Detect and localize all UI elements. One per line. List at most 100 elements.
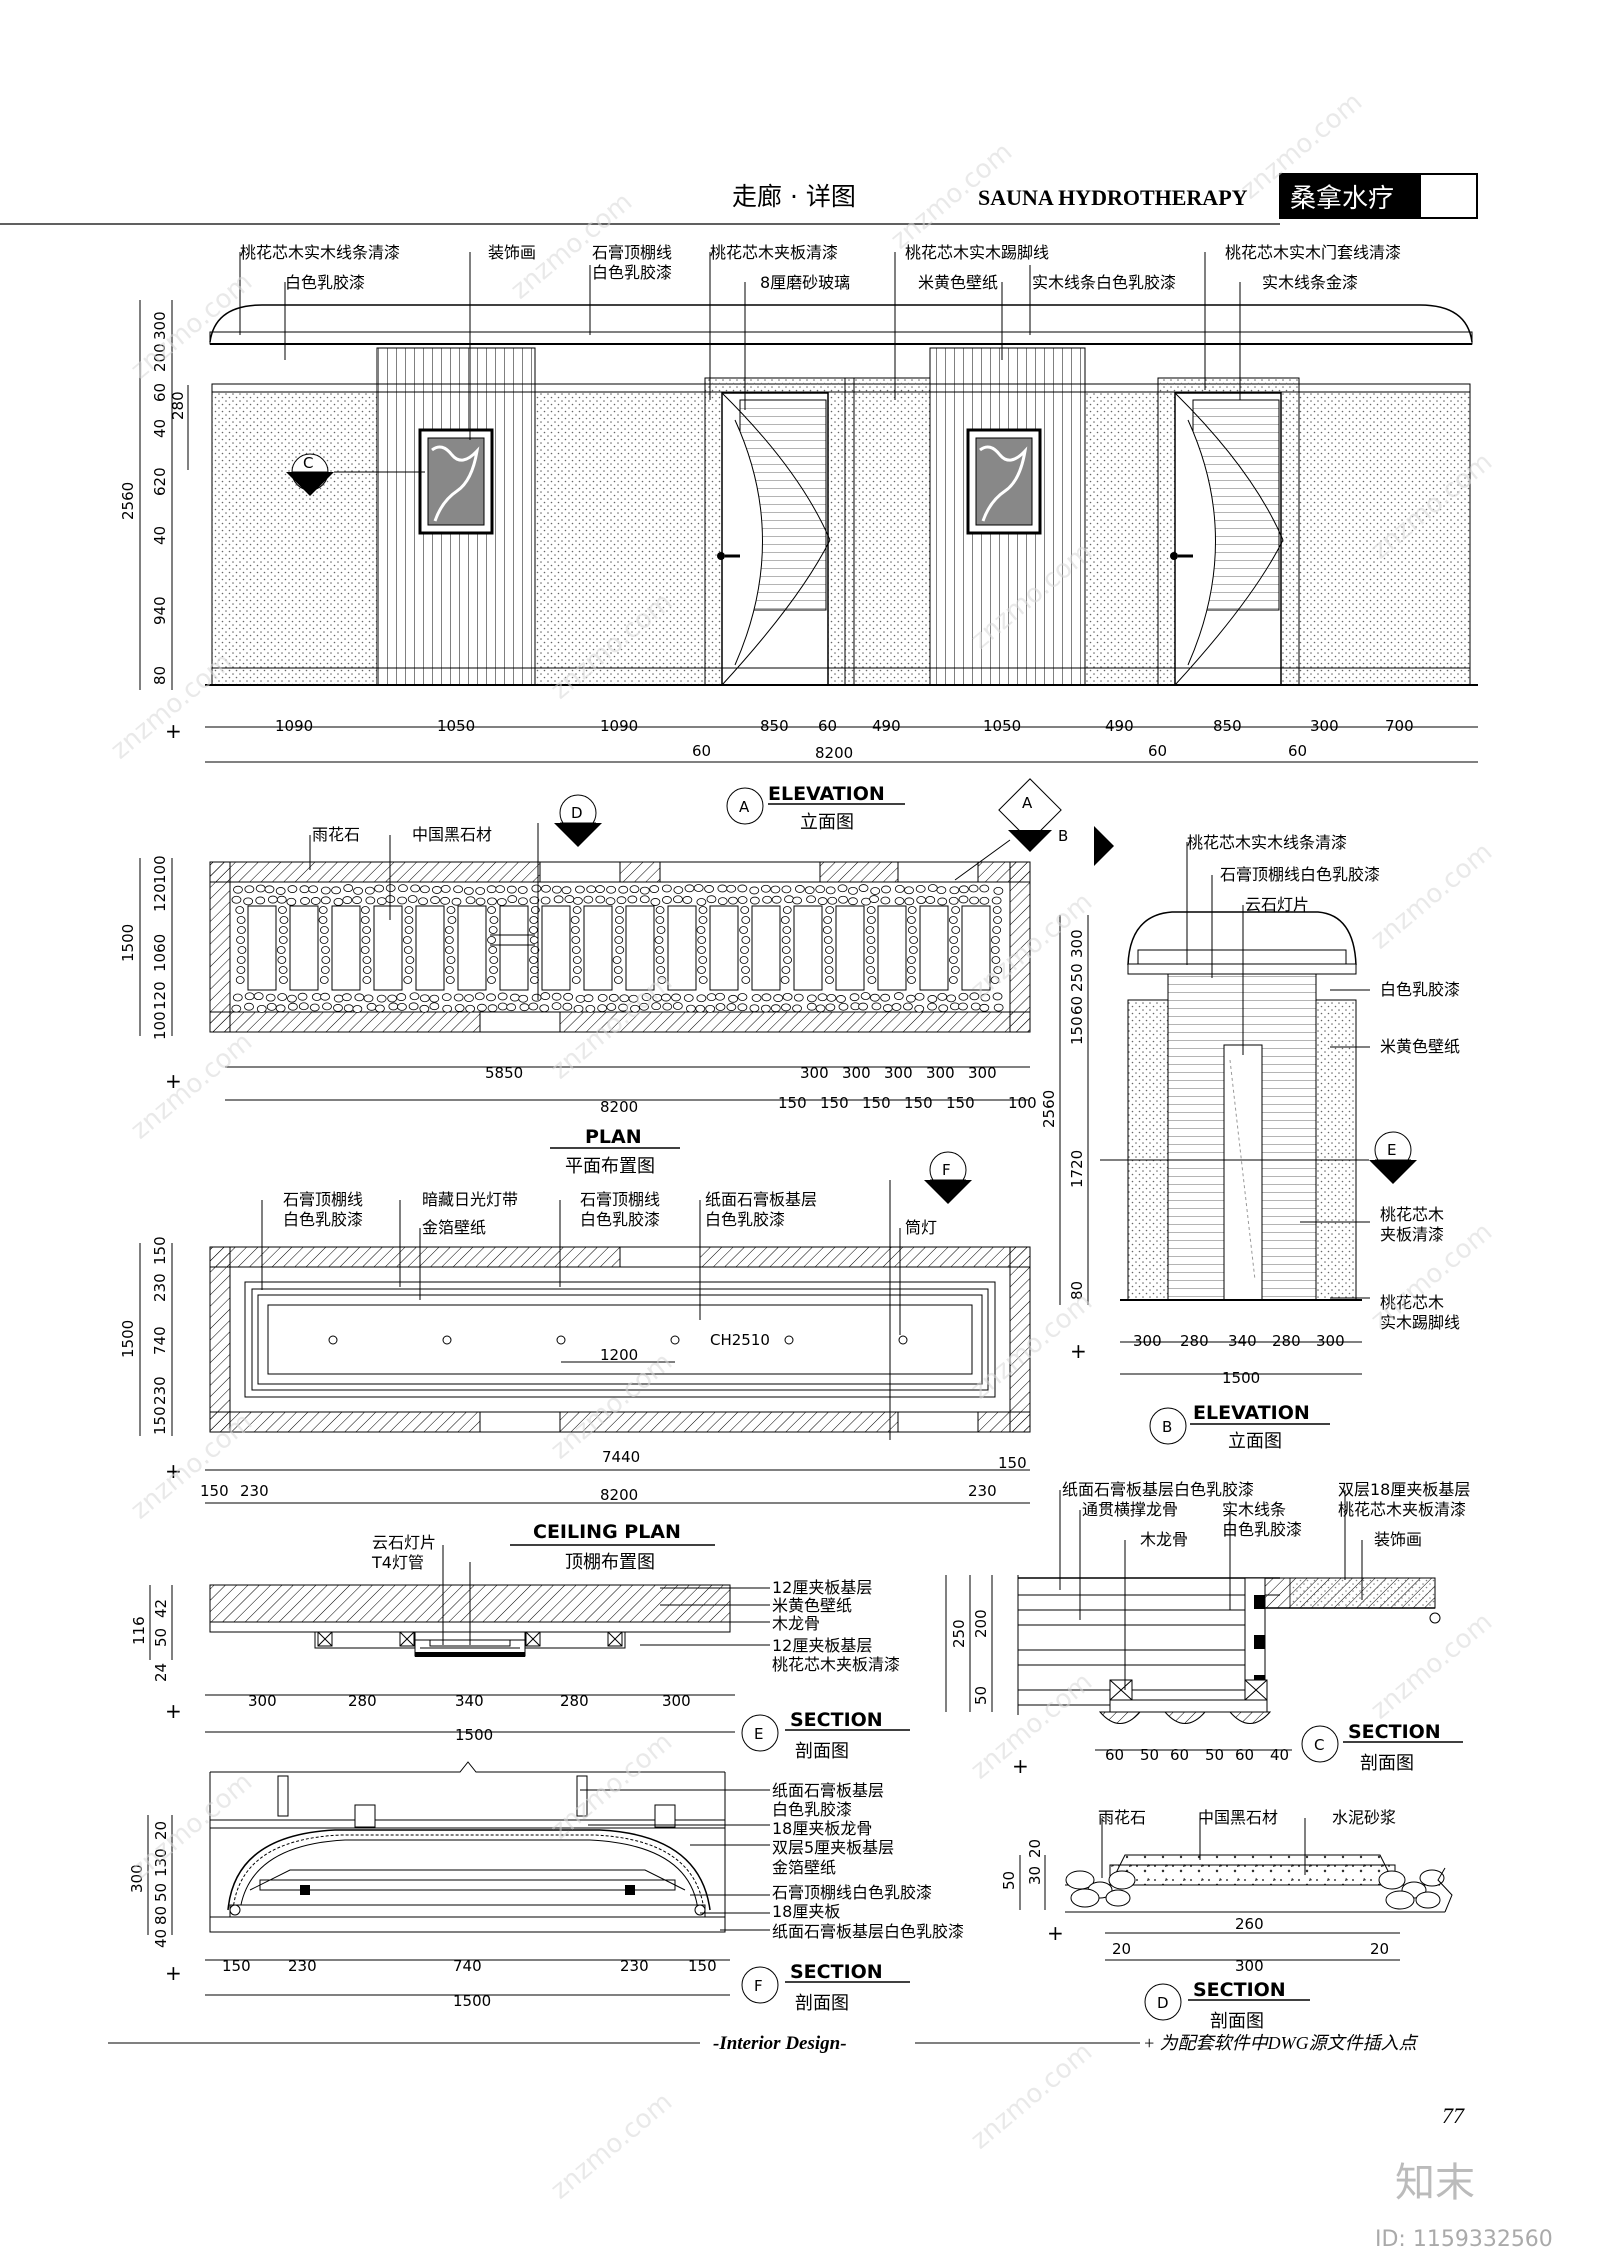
pebble — [487, 936, 496, 944]
pebble — [908, 946, 918, 954]
pebble — [232, 993, 243, 1002]
pebble — [266, 1002, 277, 1011]
watermark-text: znzmo.com — [545, 2087, 678, 2205]
dim: 490 — [1105, 717, 1134, 735]
pebble — [572, 956, 582, 964]
pebble — [907, 956, 916, 964]
dim: 740 — [453, 1957, 482, 1975]
pebble — [815, 1004, 826, 1013]
pebble — [741, 936, 751, 944]
pebble — [860, 992, 871, 1000]
label: 石膏顶棚线 — [283, 1190, 363, 1209]
dim: 120 — [151, 883, 169, 912]
dim: 300 — [1235, 1957, 1264, 1975]
title-en: PLAN — [585, 1126, 642, 1148]
pebble — [726, 884, 737, 893]
pebble — [696, 994, 707, 1003]
dim: 42 — [152, 1599, 170, 1618]
pebble — [958, 992, 969, 1001]
pebble — [541, 884, 551, 893]
pebble — [661, 884, 672, 893]
pebble — [979, 1003, 990, 1012]
pebble — [739, 926, 749, 934]
pebble — [571, 976, 581, 984]
pebble — [343, 884, 354, 892]
pebble — [573, 896, 583, 905]
watermark-text: znzmo.com — [125, 1407, 258, 1525]
pebble — [539, 1004, 550, 1013]
pebble — [489, 956, 499, 964]
label: 桃花芯木夹板清漆 — [772, 1655, 900, 1674]
label: 夹板清漆 — [1380, 1225, 1444, 1244]
pebble — [671, 993, 681, 1002]
label: 装饰画 — [488, 243, 536, 262]
label: 纸面石膏板基层白色乳胶漆 — [1062, 1480, 1254, 1499]
pebble — [320, 966, 330, 974]
dim: 120 — [151, 981, 169, 1010]
pebble — [639, 895, 650, 904]
pebble — [236, 966, 246, 974]
pebble — [237, 926, 246, 934]
pebble — [951, 906, 961, 914]
label: 米黄色壁纸 — [918, 273, 998, 292]
dim: 230 — [240, 1482, 269, 1500]
pebble — [867, 976, 877, 984]
pebble — [993, 966, 1003, 974]
section-f: 纸面石膏板基层 白色乳胶漆 18厘夹板龙骨 双层5厘夹板基层 金箔壁纸 石膏顶棚… — [128, 1761, 964, 2014]
dim: 300 — [884, 1064, 913, 1082]
pebble — [673, 895, 683, 904]
pebbles — [231, 884, 1004, 1013]
label: 白色乳胶漆 — [1222, 1520, 1302, 1539]
dim: 60 — [1148, 742, 1167, 760]
pebble — [741, 916, 751, 924]
dim: 50 — [1205, 1746, 1224, 1764]
pebble — [564, 895, 575, 903]
pebble — [265, 993, 276, 1002]
dim: 230 — [151, 1376, 169, 1405]
pebble — [551, 992, 562, 1001]
dim: 7440 — [602, 1448, 640, 1466]
pebble — [958, 1002, 968, 1011]
pebble — [442, 1004, 453, 1013]
pebble — [655, 906, 665, 914]
dim: 60 — [151, 383, 169, 402]
pebble — [275, 887, 286, 895]
dim: 1500 — [119, 924, 137, 962]
pebble — [614, 936, 624, 944]
dim: 80 — [151, 666, 169, 685]
label: 纸面石膏板基层 — [772, 1781, 884, 1800]
pebble — [487, 976, 496, 984]
dim: 2560 — [1040, 1090, 1058, 1128]
pebble — [585, 1004, 596, 1013]
dim: 300 — [968, 1064, 997, 1082]
pebble — [905, 994, 916, 1003]
pebble — [697, 966, 706, 974]
dim: 5850 — [485, 1064, 523, 1082]
pebble — [627, 895, 638, 904]
label: 白色乳胶漆 — [705, 1210, 785, 1229]
pebble — [715, 1003, 726, 1011]
pebble — [561, 886, 572, 895]
pebble — [869, 895, 879, 903]
pebble — [362, 956, 372, 964]
pebble — [311, 993, 322, 1001]
pebble — [474, 992, 485, 1001]
dim: 50 — [152, 1628, 170, 1647]
pebble — [749, 1004, 760, 1013]
pebble — [353, 886, 363, 895]
pebble — [740, 906, 750, 914]
pebble — [445, 976, 455, 984]
dim: 200 — [151, 343, 169, 372]
pebble — [362, 966, 372, 974]
label: 水泥砂浆 — [1332, 1808, 1396, 1827]
pebble — [453, 885, 464, 894]
pebble — [275, 1004, 286, 1013]
pebble — [255, 896, 266, 905]
pebble — [276, 895, 287, 904]
pebble — [375, 1004, 385, 1013]
pebble — [277, 956, 287, 964]
pebble — [237, 946, 247, 954]
section-c: 纸面石膏板基层白色乳胶漆 通贯横撑龙骨 实木线条 白色乳胶漆 木龙骨 双层18厘… — [945, 1480, 1470, 1778]
title-cn: 顶棚布置图 — [565, 1552, 655, 1573]
